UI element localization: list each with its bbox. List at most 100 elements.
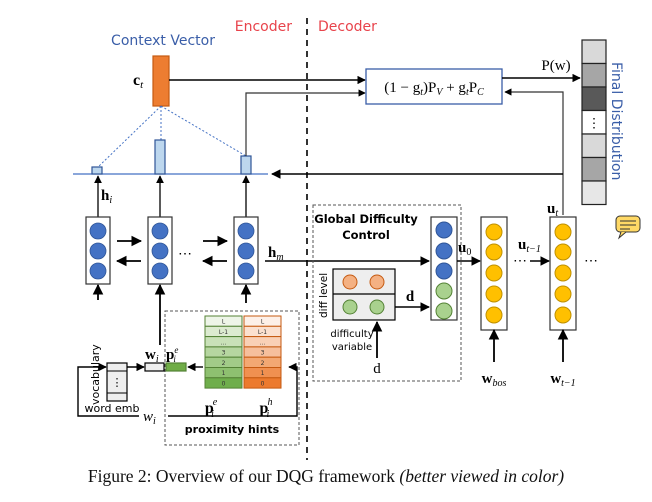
caption-italic: (better viewed in color) <box>399 466 565 486</box>
proximity-row-encoder: 3 <box>204 346 243 358</box>
proximity-row-hint: 3 <box>243 346 282 358</box>
u-0-label: u0 <box>458 240 471 258</box>
attention-bar-1 <box>91 166 103 175</box>
u-t-label: ut <box>547 201 558 219</box>
encoder-node <box>89 222 107 240</box>
word-embedding-matrix <box>106 362 128 402</box>
decoder-ellipsis-2: ⋯ <box>584 254 598 269</box>
copy-gate-formula: (1 − gt)PV + gtPC <box>384 80 484 98</box>
comment-icon[interactable] <box>615 215 641 240</box>
encoder-cell-2 <box>147 216 173 285</box>
encoder-cell-1 <box>85 216 111 285</box>
global-difficulty-label-2: Control <box>342 228 390 242</box>
proximity-row-encoder: 0 <box>204 377 243 389</box>
decoder-node <box>554 264 572 282</box>
final-distribution-cell <box>581 156 607 182</box>
u-t-1-label: ut−1 <box>518 237 541 255</box>
encoder-node <box>237 262 255 280</box>
decoder-label: Decoder <box>318 19 377 35</box>
attention-to-gate-arrow <box>245 89 366 156</box>
decoder-node <box>485 264 503 282</box>
attention-bar-2 <box>154 139 166 175</box>
proximity-row-encoder: ... <box>204 336 243 348</box>
svg-text:⋮: ⋮ <box>588 116 601 131</box>
context-vector-bar <box>152 55 170 107</box>
difficulty-variable-label-1: difficulty <box>330 329 373 340</box>
proximity-row-hint: ... <box>243 336 282 348</box>
proximity-hints-box <box>164 310 300 446</box>
copy-gate-formula-box <box>365 68 503 105</box>
svg-text:3: 3 <box>261 350 265 357</box>
difficulty-variable-label-2: variable <box>332 342 372 353</box>
svg-text:3: 3 <box>222 350 226 357</box>
concat-node <box>435 262 453 280</box>
word-loop-arrow-left <box>77 362 139 417</box>
final-distribution-cell <box>581 180 607 206</box>
final-distribution-cell <box>581 133 607 159</box>
svg-text:2: 2 <box>261 360 265 367</box>
svg-text:L: L <box>222 319 226 326</box>
vocabulary-label: vocabulary <box>89 344 102 405</box>
diff-level-node-green-2 <box>369 299 385 315</box>
decoder-cell-bos <box>480 216 508 331</box>
final-distribution-label: Final Distribution <box>608 62 624 180</box>
concat-node <box>435 221 453 239</box>
concat-node <box>435 282 453 300</box>
global-difficulty-label-1: Global Difficulty <box>314 212 418 226</box>
encoder-label: Encoder <box>235 19 292 35</box>
decoder-node <box>485 223 503 241</box>
svg-text:1: 1 <box>222 370 226 377</box>
c-t-label: ct <box>133 72 144 91</box>
word-emb-label: word emb <box>85 402 140 415</box>
final-distribution-cell <box>581 39 607 65</box>
svg-text:0: 0 <box>261 381 265 388</box>
attention-bar-3 <box>240 155 252 175</box>
concat-node <box>435 242 453 260</box>
decoder-node <box>485 285 503 303</box>
word-loop-arrow-right <box>168 362 298 417</box>
proximity-embedding-vector <box>165 362 187 372</box>
encoder-node <box>237 222 255 240</box>
decoder-node <box>485 243 503 261</box>
encoder-node <box>89 242 107 260</box>
svg-text:...: ... <box>221 339 227 346</box>
decoder-ellipsis-1: ⋯ <box>513 254 527 269</box>
svg-text:L: L <box>261 319 265 326</box>
w-t-1-label: wt−1 <box>550 371 575 389</box>
svg-text:0: 0 <box>222 381 226 388</box>
proximity-row-hint: 1 <box>243 367 282 379</box>
h-m-label: hm <box>268 245 284 263</box>
proximity-hints-label: proximity hints <box>185 423 280 436</box>
svg-text:1: 1 <box>261 370 265 377</box>
diff-level-label: diff level <box>318 273 330 318</box>
w-i-label: wi <box>145 347 159 365</box>
proximity-row-hint: 0 <box>243 377 282 389</box>
diff-level-node-orange-1 <box>342 274 358 290</box>
attention-lines <box>96 105 247 169</box>
proximity-row-hint: L <box>243 315 282 327</box>
w-i-plain-label: wi <box>143 409 156 427</box>
encoder-node <box>151 242 169 260</box>
final-distribution-cell <box>581 86 607 112</box>
p-w-label: P(w) <box>541 58 570 74</box>
w-bos-label: wbos <box>482 371 507 389</box>
decoder-node <box>485 306 503 324</box>
caption-main: Figure 2: Overview of our DQG framework <box>87 466 400 486</box>
context-vector-label: Context Vector <box>111 33 215 49</box>
d-input-label: d <box>373 361 381 377</box>
encoder-ellipsis: ⋯ <box>178 247 192 262</box>
proximity-row-encoder: L <box>204 315 243 327</box>
decoder-node <box>554 285 572 303</box>
decoder-node <box>554 243 572 261</box>
decoder-node <box>554 223 572 241</box>
encoder-cell-3 <box>233 216 259 285</box>
final-distribution-cell: ⋮ <box>581 109 607 135</box>
final-distribution-cell <box>581 62 607 88</box>
h-i-label: hi <box>101 188 112 206</box>
difficulty-concat-cell <box>430 216 458 321</box>
decoder-to-gate-arrow <box>504 88 564 215</box>
word-embedding-vector <box>144 362 165 372</box>
proximity-row-hint: 2 <box>243 356 282 369</box>
